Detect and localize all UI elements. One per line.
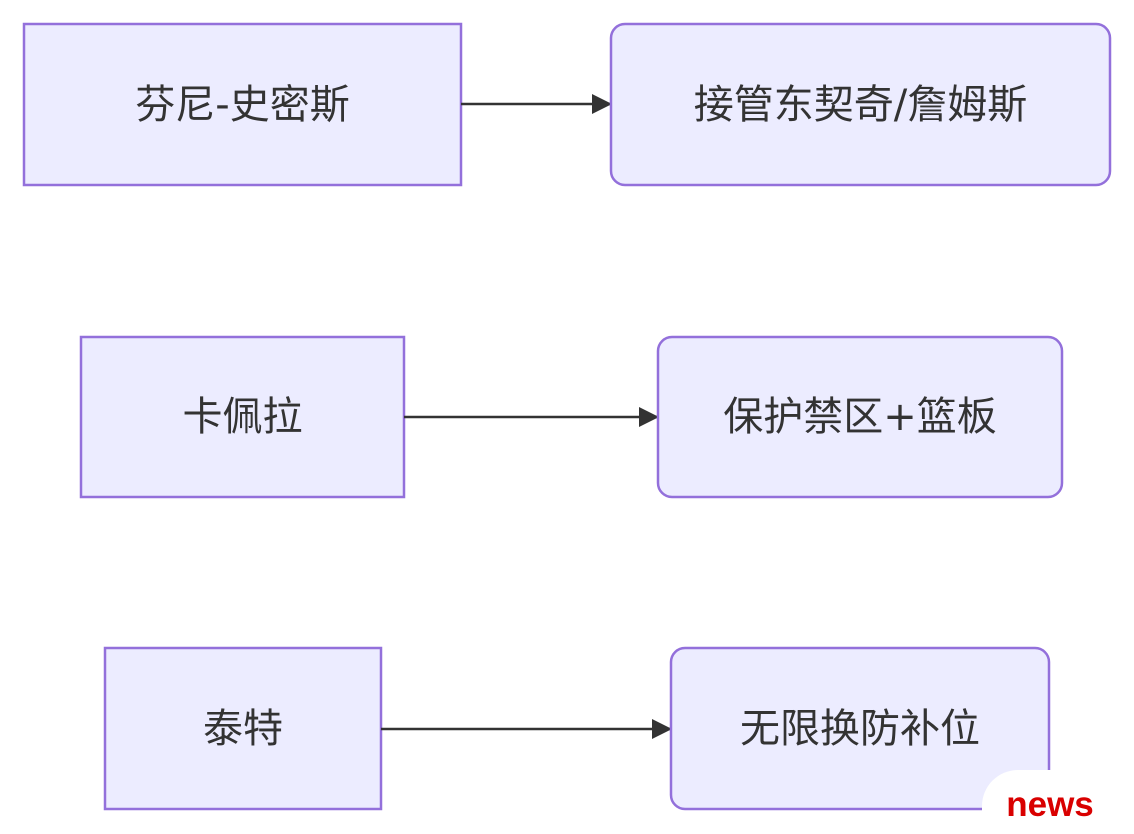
- node-capela-label: 卡佩拉: [183, 394, 303, 440]
- node-protect-paint: 保护禁区+篮板: [656, 335, 1064, 499]
- node-finney-smith: 芬尼-史密斯: [22, 22, 463, 187]
- news-watermark: news: [982, 770, 1118, 834]
- node-tate-label: 泰特: [203, 706, 283, 752]
- node-take-over-label: 接管东契奇/詹姆斯: [694, 82, 1027, 128]
- node-finney-smith-label: 芬尼-史密斯: [135, 82, 349, 128]
- node-capela: 卡佩拉: [79, 335, 406, 499]
- news-watermark-text: news: [1006, 784, 1094, 824]
- node-tate: 泰特: [103, 646, 383, 811]
- node-take-over: 接管东契奇/詹姆斯: [609, 22, 1112, 187]
- node-protect-paint-label: 保护禁区+篮板: [723, 394, 997, 440]
- node-switch-help: 无限换防补位: [669, 646, 1051, 811]
- node-switch-help-label: 无限换防补位: [740, 706, 980, 752]
